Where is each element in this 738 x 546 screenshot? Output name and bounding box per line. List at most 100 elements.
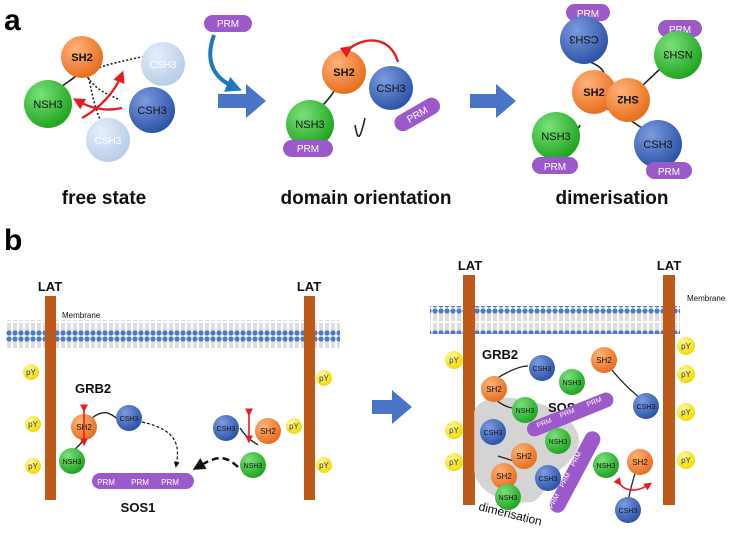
- free-state-group: CSH3 CSH3 SH2 NSH3 CSH3: [24, 36, 185, 162]
- svg-text:NSH3: NSH3: [499, 495, 518, 502]
- csh3-label: CSH3: [137, 105, 166, 117]
- svg-text:CSH3: CSH3: [120, 416, 139, 423]
- lat-2: [304, 296, 315, 500]
- dimer-bottom-nsh3-label: NSH3: [541, 131, 570, 143]
- membrane-left: [6, 320, 340, 348]
- svg-text:pY: pY: [28, 420, 38, 429]
- prm-csh3: [394, 97, 441, 132]
- svg-text:SH2: SH2: [260, 427, 276, 436]
- svg-text:pY: pY: [449, 458, 459, 467]
- svg-text:CSH3: CSH3: [619, 508, 638, 515]
- svg-text:pY: pY: [681, 456, 691, 465]
- svg-text:pY: pY: [681, 408, 691, 417]
- sh2-label: SH2: [71, 52, 92, 64]
- svg-text:pY: pY: [28, 462, 38, 471]
- grb2-left: SH2 CSH3 NSH3: [59, 404, 142, 474]
- svg-text:pY: pY: [26, 368, 36, 377]
- dimer-top-prm-label: PRM: [577, 9, 599, 20]
- domain-orientation-group: SH2 CSH3 NSH3 PRM PRM: [283, 39, 441, 157]
- dimer-sh2-right-label: SH2: [617, 93, 638, 105]
- arrow-b: [372, 390, 412, 424]
- nsh3-label: NSH3: [33, 99, 62, 111]
- grb2-left-csh3: [116, 405, 142, 431]
- csh3-label: CSH3: [376, 83, 405, 95]
- svg-text:pY: pY: [449, 426, 459, 435]
- svg-text:NSH3: NSH3: [563, 380, 582, 387]
- lat-1: [45, 296, 56, 500]
- nsh3-domain: [24, 80, 72, 128]
- svg-text:NSH3: NSH3: [244, 463, 263, 470]
- dimer-sh2-left-label: SH2: [583, 87, 604, 99]
- lat-3-label: LAT: [458, 258, 482, 273]
- dimer-top-nsh3-label: NSH3: [663, 48, 692, 60]
- dimer-top-nsh3-prm-label: PRM: [669, 25, 691, 36]
- csh3-domain: [369, 66, 413, 110]
- dimer-group: PRM CSH3 PRM NSH3 SH2 SH2 NSH3 PRM CSH3 …: [532, 4, 702, 179]
- dimer-sh2-left: [572, 70, 616, 114]
- svg-text:CSH3: CSH3: [533, 366, 552, 373]
- svg-text:NSH3: NSH3: [63, 459, 82, 466]
- svg-text:NSH3: NSH3: [549, 439, 568, 446]
- svg-text:SH2: SH2: [486, 385, 502, 394]
- sh2-domain: [322, 50, 366, 94]
- svg-text:PRM: PRM: [161, 478, 179, 487]
- dimer-bottom-nsh3-prm-label: PRM: [544, 162, 566, 173]
- csh3-ghost-top: [141, 42, 185, 86]
- arrow-step-1: [218, 84, 266, 118]
- caption-free-state: free state: [62, 188, 147, 209]
- prm-incoming-label: PRM: [217, 19, 239, 30]
- panel-a-label: a: [4, 4, 21, 37]
- svg-text:SH2: SH2: [516, 452, 532, 461]
- caption-domain-orientation: domain orientation: [281, 188, 452, 209]
- right-cluster: CSH3 SH2 NSH3 PRM PRM PRM SH2 NSH3 CSH3 …: [480, 347, 659, 523]
- prm-nsh3-label: PRM: [297, 144, 319, 155]
- lat-3: [463, 275, 475, 505]
- grb2-mid-nsh3: [240, 452, 266, 478]
- membrane-left-label: Membrane: [62, 311, 101, 320]
- membrane-right-label: Membrane: [687, 294, 726, 303]
- svg-text:pY: pY: [289, 422, 299, 431]
- svg-text:CSH3: CSH3: [484, 430, 503, 437]
- py-group-right: pY pY pY pY pY pY pY: [445, 337, 695, 471]
- arrow-step-2: [470, 84, 516, 118]
- dimer-bottom-nsh3: [532, 112, 580, 160]
- csh3-ghost-bottom: [86, 118, 130, 162]
- dimer-top-nsh3-prm: [658, 20, 702, 37]
- svg-text:CSH3: CSH3: [217, 426, 236, 433]
- csh3-ghost-bottom-label: CSH3: [95, 136, 122, 147]
- grb2-mid: CSH3 SH2 NSH3: [213, 408, 281, 478]
- caption-dimerisation: dimerisation: [556, 188, 669, 209]
- svg-text:SH2: SH2: [496, 472, 512, 481]
- svg-text:pY: pY: [681, 370, 691, 379]
- dimer-bottom-csh3-prm: [646, 162, 692, 179]
- svg-text:SH2: SH2: [632, 458, 648, 467]
- svg-text:SH2: SH2: [596, 356, 612, 365]
- csh3-domain: [129, 87, 175, 133]
- lat-4: [663, 275, 675, 505]
- lat-2-label: LAT: [297, 279, 321, 294]
- grb2-left-nsh3: [59, 448, 85, 474]
- dimer-top-nsh3: [654, 31, 702, 79]
- nsh3-label: NSH3: [295, 119, 324, 131]
- dimer-bottom-csh3-label: CSH3: [643, 139, 672, 151]
- svg-text:NSH3: NSH3: [516, 408, 535, 415]
- svg-text:pY: pY: [449, 356, 459, 365]
- svg-text:PRM: PRM: [97, 478, 115, 487]
- dimer-top-csh3-label: CSH3: [569, 33, 598, 45]
- svg-text:PRM: PRM: [131, 478, 149, 487]
- lat-4-label: LAT: [657, 258, 681, 273]
- grb2-left-label: GRB2: [75, 381, 111, 396]
- svg-text:pY: pY: [319, 461, 329, 470]
- svg-text:NSH3: NSH3: [597, 463, 616, 470]
- nsh3-domain: [286, 100, 334, 148]
- svg-text:CSH3: CSH3: [539, 476, 558, 483]
- grb2-mid-sh2: [255, 418, 281, 444]
- dimer-sh2-right: [606, 78, 650, 122]
- py-group-left: pY pY pY pY pY pY: [23, 364, 332, 474]
- grb2-right-label: GRB2: [482, 347, 518, 362]
- sh2-domain: [61, 36, 103, 78]
- sos1-left-label: SOS1: [121, 500, 156, 515]
- panel-b-label: b: [4, 224, 22, 257]
- dimer-bottom-csh3: [634, 120, 682, 168]
